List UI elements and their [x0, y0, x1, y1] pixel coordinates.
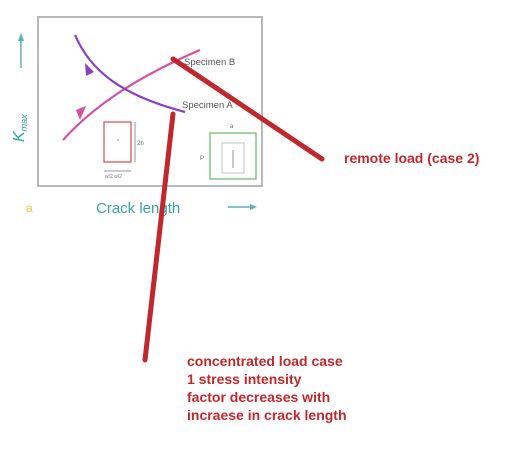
label-specimen-b: Specimen B: [184, 57, 235, 68]
y-axis-arrowhead: [18, 33, 24, 41]
annotation-remote-load: remote load (case 2): [344, 150, 480, 166]
x-axis-label: Crack length: [96, 200, 180, 217]
inset-right-top-label: a: [230, 124, 234, 130]
y-axis-label: Kmax: [11, 114, 29, 142]
inset-right: a P: [200, 124, 257, 180]
inset-left-bottom-label: w/2 w/2: [105, 174, 122, 180]
inset-left: 2h w/2 w/2: [103, 121, 144, 180]
curve-specimen-b-arrowhead: [76, 106, 86, 120]
svg-text:Kmax: Kmax: [11, 114, 29, 142]
annotation-concentrated-load: concentrated load case 1 stress intensit…: [187, 352, 487, 424]
curve-specimen-a: [73, 34, 186, 114]
annotation-concentrated-line-3: factor decreases with: [187, 389, 331, 405]
inset-right-inner: [221, 142, 245, 174]
curve-specimen-a-arrowhead: [85, 63, 94, 76]
annotation-concentrated-line-1: concentrated load case: [187, 353, 343, 369]
inset-right-side-label: P: [200, 156, 204, 162]
y-axis-label-sub: max: [19, 114, 29, 132]
x-axis-arrowhead: [250, 204, 257, 210]
inset-left-box: [103, 121, 132, 163]
inset-left-dimension-label: 2h: [137, 141, 144, 147]
annotation-concentrated-line-2: 1 stress intensity: [187, 371, 302, 387]
origin-label: a: [26, 201, 33, 215]
y-axis-label-main: K: [11, 130, 28, 142]
annotation-concentrated-line-4: incraese in crack length: [187, 407, 347, 423]
pointer-concentrated: [142, 111, 176, 363]
label-specimen-a: Specimen A: [182, 100, 233, 111]
pointer-remote: [170, 56, 325, 162]
